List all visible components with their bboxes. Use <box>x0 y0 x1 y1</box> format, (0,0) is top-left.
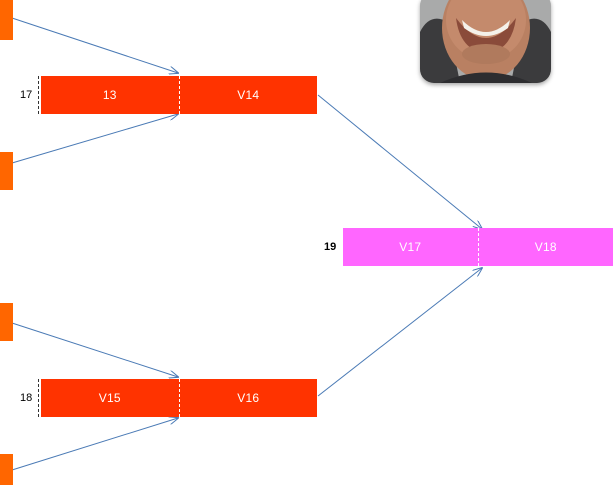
match-number: 17 <box>20 89 33 101</box>
bracket-stub <box>0 152 13 190</box>
match-slot-right[interactable]: V14 <box>178 76 317 114</box>
match-node-final[interactable]: V17 V18 <box>343 228 613 266</box>
match-edge-marker <box>38 379 39 417</box>
connector-top-stub-1 <box>11 17 178 73</box>
connector-match17-to-final <box>317 94 482 229</box>
match-edge-marker <box>38 76 39 114</box>
connector-top-stub-2 <box>11 114 178 164</box>
match-slot-right[interactable]: V18 <box>477 228 613 266</box>
bracket-stub <box>0 454 13 485</box>
bracket-stub <box>0 0 13 40</box>
match-slot-left[interactable]: 13 <box>41 76 179 114</box>
person-photo-icon <box>420 0 551 83</box>
connector-bottom-stub-2 <box>11 418 178 471</box>
match-slot-right[interactable]: V16 <box>178 379 317 417</box>
match-slot-left[interactable]: V17 <box>343 228 478 266</box>
bracket-stub <box>0 303 13 341</box>
match-node[interactable]: 13 V14 <box>41 76 317 114</box>
match-node[interactable]: V15 V16 <box>41 379 317 417</box>
match-number: 19 <box>324 241 337 253</box>
match-slot-left[interactable]: V15 <box>41 379 179 417</box>
match-number: 18 <box>20 392 33 404</box>
connector-bottom-stub-1 <box>11 322 178 377</box>
connector-match18-to-final <box>317 268 482 397</box>
